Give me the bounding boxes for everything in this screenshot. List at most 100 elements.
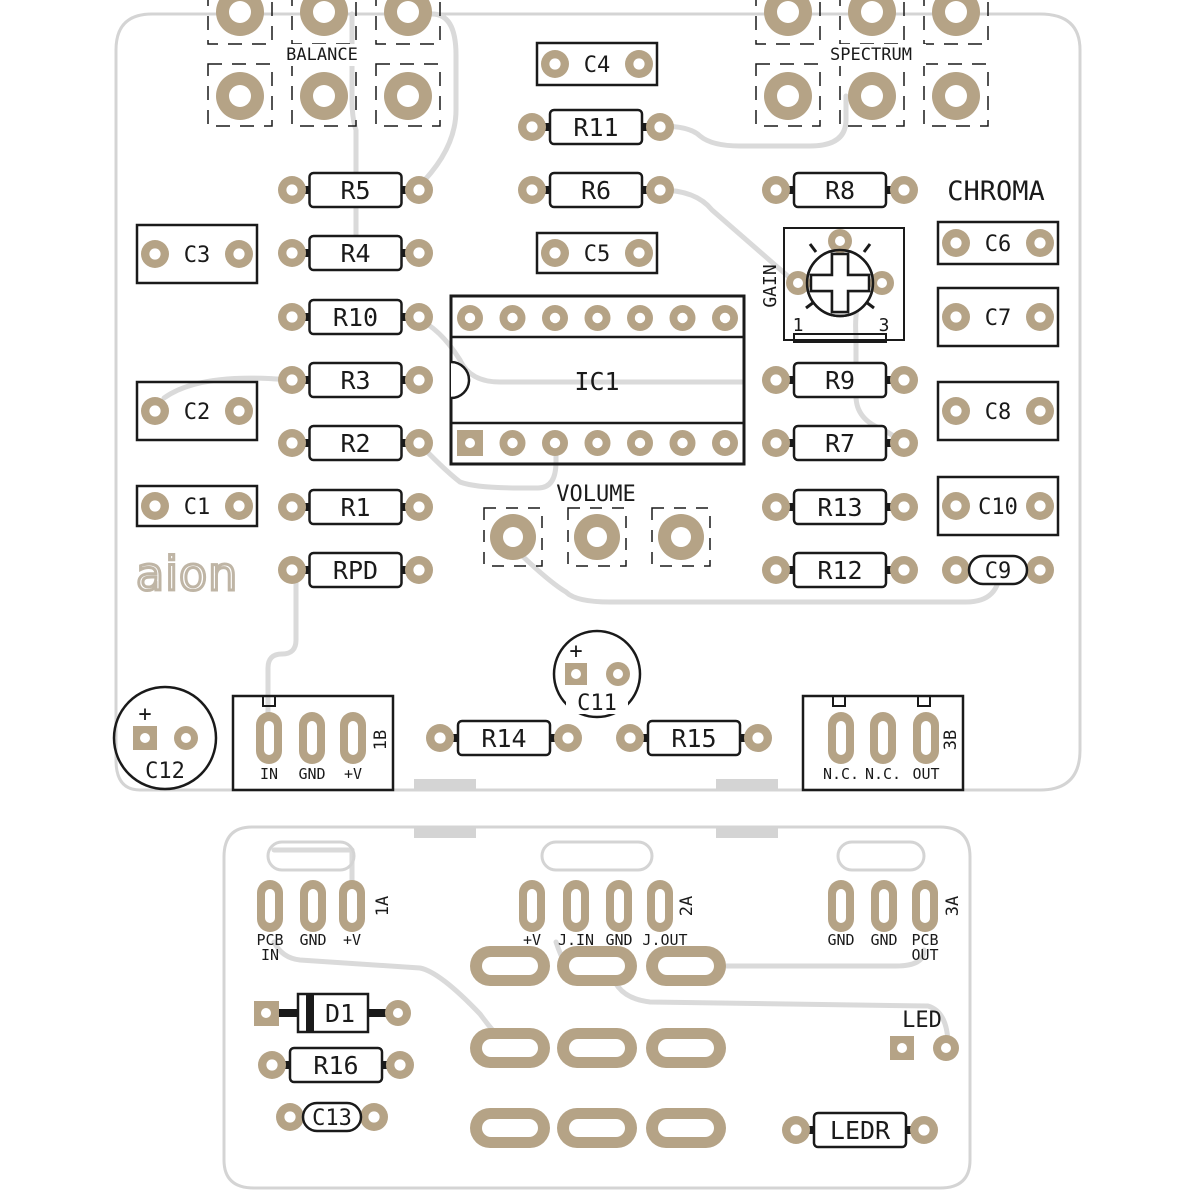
header-3b-name: 3B — [941, 730, 961, 750]
rpd-label: RPD — [333, 556, 378, 585]
ledr-resistor: LEDR — [782, 1111, 938, 1149]
r16-label: R16 — [313, 1051, 358, 1080]
ic1-pin — [712, 305, 738, 331]
c13-capacitor: C13 — [276, 1101, 388, 1133]
footswitch-pads — [470, 946, 726, 1148]
r12-label: R12 — [817, 556, 862, 585]
footswitch-lug-pad — [646, 946, 726, 986]
r15-label: R15 — [671, 724, 716, 753]
r9-resistor: R9 — [762, 361, 918, 399]
header-1a-pin2: GND — [299, 931, 326, 949]
header-1a-pin1-line1: PCB — [256, 931, 283, 949]
header-pin-pad — [340, 712, 366, 764]
footswitch-lug-pad — [470, 1108, 550, 1148]
header-3a-pin3-line1: PCB — [911, 931, 938, 949]
board-outline-footswitch — [222, 825, 972, 1190]
r8-resistor: R8 — [762, 171, 918, 209]
r7-label: R7 — [825, 429, 855, 458]
header-1a-pin3: +V — [343, 931, 361, 949]
ledr-label: LEDR — [830, 1116, 891, 1145]
ic1-label: IC1 — [574, 367, 619, 396]
header-2a-pin2: J.IN — [558, 931, 594, 949]
c1-label: C1 — [184, 495, 211, 520]
header-pin-pad — [913, 712, 939, 764]
ic1-footprint: IC1 — [449, 294, 746, 466]
gain-trimmer-footprint: GAIN 1 3 — [760, 227, 905, 343]
header-3a-pin3-line2: OUT — [911, 946, 938, 964]
header-2a-pin1: +V — [523, 931, 541, 949]
ic1-pin — [669, 430, 696, 456]
r6-label: R6 — [581, 176, 611, 205]
header-2a-pin3: GND — [605, 931, 632, 949]
header-2a-pin4: J.OUT — [642, 931, 687, 949]
header-1a-name: 1A — [373, 896, 393, 916]
r2-label: R2 — [340, 429, 370, 458]
aion-logo: aion — [136, 547, 238, 601]
r10-label: R10 — [333, 303, 378, 332]
footswitch-lug-pad — [557, 946, 637, 986]
c7-capacitor: C7 — [936, 286, 1060, 348]
r3-label: R3 — [340, 366, 370, 395]
ic1-pin — [627, 430, 653, 456]
c8-capacitor: C8 — [936, 380, 1060, 442]
gain-pin1-label: 1 — [793, 315, 804, 336]
header-3a-pin2: GND — [870, 931, 897, 949]
header-1a-pin1-line2: IN — [261, 946, 279, 964]
rpd-resistor: RPD — [278, 551, 433, 589]
header-pin-pad — [300, 880, 326, 932]
c6-label: C6 — [985, 232, 1012, 257]
header-3a-pin1: GND — [827, 931, 854, 949]
d1-label: D1 — [325, 999, 355, 1028]
c9-capacitor: C9 — [942, 554, 1054, 586]
header-3a: 3A GND GND PCB OUT — [827, 840, 963, 964]
c11-label: C11 — [577, 691, 617, 716]
c7-label: C7 — [985, 306, 1012, 331]
header-pin-pad — [563, 880, 589, 932]
c5-capacitor: C5 — [535, 231, 659, 275]
header-3b-pin1: N.C. — [823, 765, 859, 783]
r10-resistor: R10 — [278, 298, 433, 336]
r6-resistor: R6 — [518, 171, 674, 209]
c4-capacitor: C4 — [535, 41, 659, 87]
c2-label: C2 — [184, 400, 211, 425]
footswitch-lug-pad — [557, 1108, 637, 1148]
r15-resistor: R15 — [616, 719, 772, 757]
r16-resistor: R16 — [258, 1046, 414, 1084]
c8-label: C8 — [985, 400, 1012, 425]
footswitch-lug-pad — [470, 946, 550, 986]
footswitch-lug-pad — [646, 1108, 726, 1148]
header-pin-pad — [519, 880, 545, 932]
header-3b: 3B N.C. N.C. OUT — [801, 694, 965, 792]
header-3a-name: 3A — [943, 896, 963, 916]
header-pin-pad — [299, 712, 325, 764]
r4-resistor: R4 — [278, 234, 433, 272]
c3-label: C3 — [184, 243, 211, 268]
spectrum-pot-footprint — [755, 0, 989, 127]
c4-label: C4 — [584, 53, 611, 78]
gain-label: GAIN — [760, 264, 781, 307]
header-pin-pad — [256, 712, 282, 764]
r4-label: R4 — [340, 239, 370, 268]
header-2a: 2A +V J.IN GND J.OUT — [519, 840, 697, 949]
volume-label: VOLUME — [556, 482, 635, 507]
r13-resistor: R13 — [762, 488, 918, 526]
header-1b: 1B IN GND +V — [231, 694, 395, 792]
header-3b-pin3: OUT — [912, 765, 939, 783]
header-pin-pad — [828, 880, 854, 932]
ic1-pin — [669, 305, 696, 331]
c2-capacitor: C2 — [135, 380, 259, 442]
header-1a: 1A PCB IN GND +V — [256, 840, 393, 964]
r1-resistor: R1 — [278, 488, 433, 526]
footswitch-lug-pad — [557, 1028, 637, 1068]
r13-label: R13 — [817, 493, 862, 522]
spectrum-label: SPECTRUM — [830, 45, 912, 65]
header-pin-pad — [912, 880, 938, 932]
ic1-pin — [584, 305, 611, 331]
ic1-pin — [712, 430, 738, 456]
header-pin-pad — [870, 712, 896, 764]
header-1b-pin3: +V — [344, 765, 362, 783]
r14-resistor: R14 — [426, 719, 582, 757]
balance-label: BALANCE — [286, 45, 358, 65]
